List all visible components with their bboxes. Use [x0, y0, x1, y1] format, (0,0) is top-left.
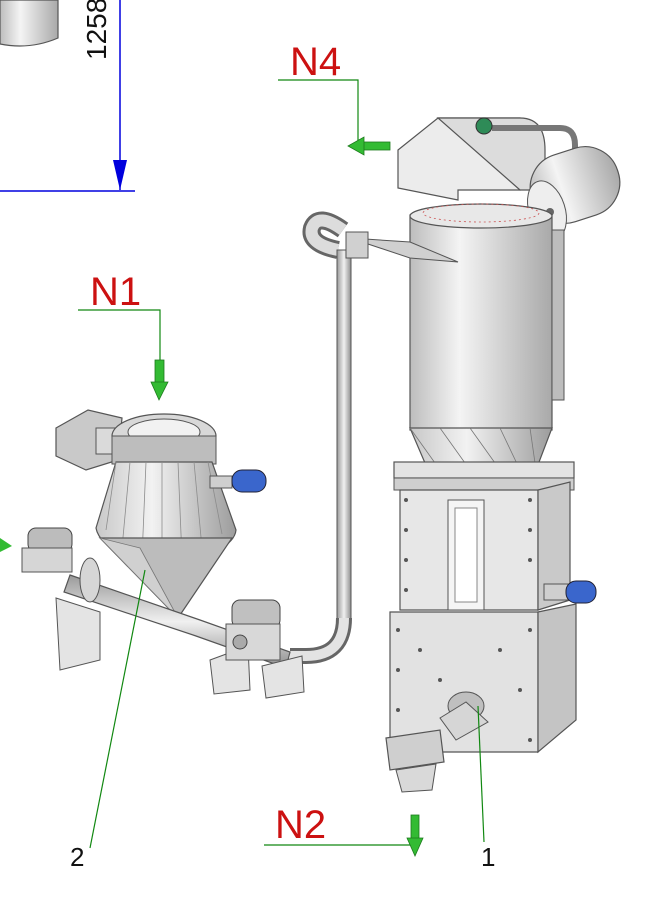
leader-n4: [278, 79, 359, 145]
air-tank: [527, 146, 621, 240]
leader-n1: [78, 309, 161, 370]
leader-item-2: [89, 569, 146, 849]
level-sensor-hopper: [209, 469, 267, 493]
conveying-pipe: [290, 211, 369, 664]
dimension-line: [0, 0, 135, 192]
nozzle-label-n2: N2: [275, 803, 326, 847]
actuated-valve-left: [21, 527, 73, 573]
rotary-valve: [385, 729, 445, 793]
flow-arrow-side: [0, 538, 12, 552]
flow-arrow-n2: [406, 814, 424, 857]
leader-item-1: [477, 705, 485, 843]
level-sensor-upper: [543, 580, 597, 604]
flow-arrow-n4: [347, 136, 391, 156]
cyclone-filter-unit: [349, 117, 621, 793]
bolts: [396, 498, 532, 742]
actuated-valve-right: [225, 599, 281, 661]
callout-item-1: 1: [481, 842, 495, 872]
dimension-label: 1258: [81, 0, 112, 60]
vessel-fragment-top-left: [0, 0, 59, 47]
callout-item-2: 2: [70, 842, 84, 872]
nozzle-label-n4: N4: [290, 40, 341, 84]
flow-arrow-n1: [150, 359, 169, 401]
feed-hopper-unit: [0, 409, 305, 699]
nozzle-label-n1: N1: [90, 270, 141, 314]
